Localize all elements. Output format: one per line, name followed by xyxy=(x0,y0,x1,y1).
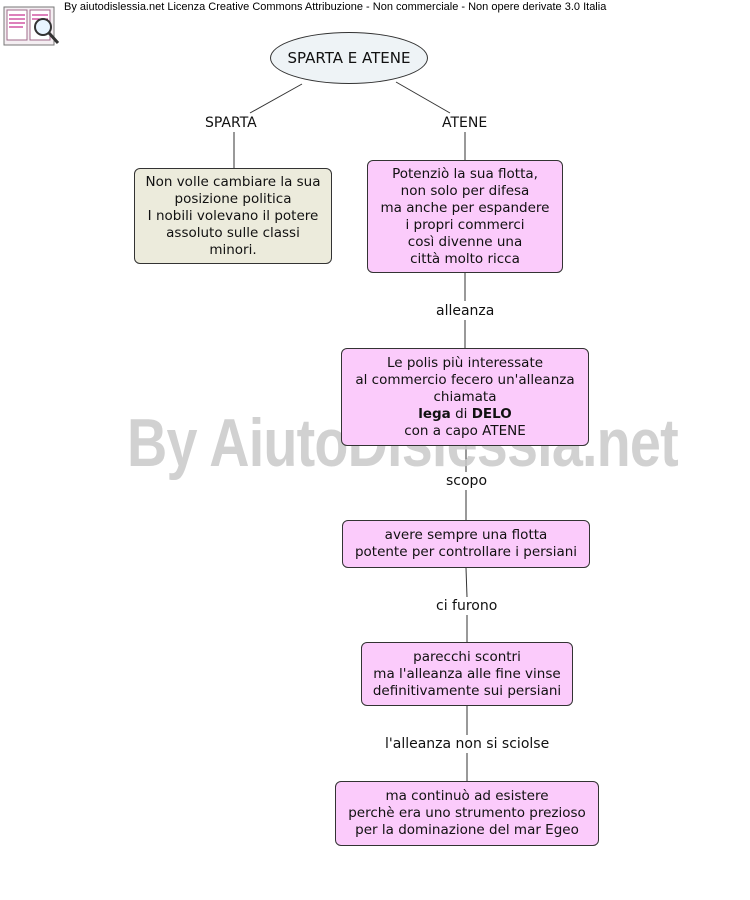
lega-delo-concept-box: Le polis più interessate al commercio fe… xyxy=(341,348,589,446)
text-line: ma l'alleanza alle fine vinse xyxy=(373,665,561,682)
text-line: città molto ricca xyxy=(410,250,520,267)
link-label-non-si-sciolse: l'alleanza non si sciolse xyxy=(381,735,554,753)
link-label-scopo: scopo xyxy=(442,472,492,490)
text-line-delo: lega di DELO xyxy=(418,406,512,423)
text-line: Le polis più interessate xyxy=(386,354,544,371)
root-node-label: SPARTA E ATENE xyxy=(287,49,411,67)
link-label-alleanza: alleanza xyxy=(432,302,499,320)
license-credit: By aiutodislessia.net Licenza Creative C… xyxy=(64,1,607,13)
text-line: parecchi scontri xyxy=(413,648,521,665)
text-line: ma anche per espandere xyxy=(380,199,550,216)
book-logo-icon xyxy=(3,6,60,46)
text-line: ma continuò ad esistere xyxy=(385,788,549,804)
scontri-concept-box: parecchi scontri ma l'alleanza alle fine… xyxy=(361,642,573,706)
scopo-concept-box: avere sempre una flotta potente per cont… xyxy=(342,520,590,568)
text-line: al commercio fecero un'alleanza xyxy=(355,371,575,388)
text-line: con a capo ATENE xyxy=(404,422,526,439)
text-line: I nobili volevano il potere xyxy=(147,207,319,224)
text-line: posizione politica xyxy=(174,190,292,207)
text-line: Potenziò la sua flotta, xyxy=(392,165,538,182)
text-line: assoluto sulle classi xyxy=(166,224,300,241)
bold-term-lega: lega xyxy=(418,405,451,422)
link-label-sparta: SPARTA xyxy=(201,114,261,132)
link-label-atene: ATENE xyxy=(438,114,492,132)
egeo-concept-box: ma continuò ad esistere perchè era uno s… xyxy=(335,781,599,846)
text-line: Non volle cambiare la sua xyxy=(145,173,321,190)
text-line: i propri commerci xyxy=(405,216,525,233)
link-label-ci-furono: ci furono xyxy=(432,597,502,615)
text-line: potente per controllare i persiani xyxy=(354,544,578,560)
atene-concept-box: Potenziò la sua flotta, non solo per dif… xyxy=(367,160,563,273)
bold-term-delo: DELO xyxy=(471,405,512,422)
text-line: perchè era uno strumento prezioso xyxy=(348,805,586,821)
text-line: minori. xyxy=(209,241,257,258)
text-line: chiamata xyxy=(433,388,497,405)
text-line: avere sempre una flotta xyxy=(384,527,548,543)
text-line: non solo per difesa xyxy=(400,182,530,199)
text-line: definitivamente sui persiani xyxy=(372,682,562,699)
text-line: così divenne una xyxy=(407,233,523,250)
connector-word: di xyxy=(455,405,468,422)
sparta-concept-box: Non volle cambiare la sua posizione poli… xyxy=(134,168,332,264)
root-node: SPARTA E ATENE xyxy=(270,32,428,84)
text-line: per la dominazione del mar Egeo xyxy=(355,822,579,838)
